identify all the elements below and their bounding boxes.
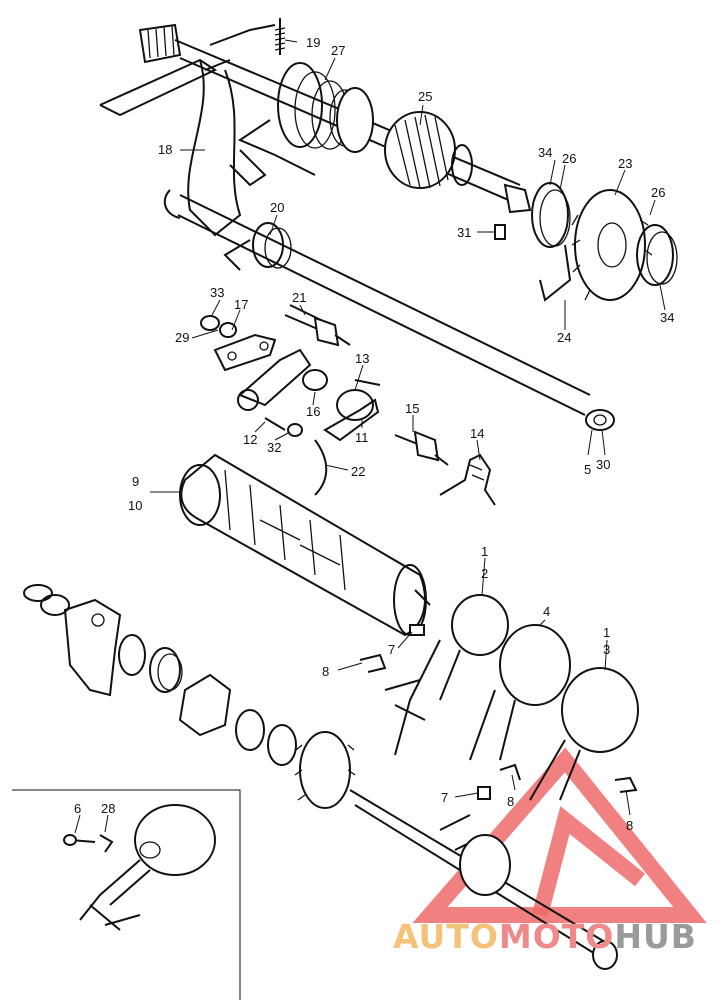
callout-3: 3	[603, 642, 610, 657]
long-shaft	[163, 189, 615, 431]
callout-10: 10	[128, 498, 142, 513]
callout-9: 9	[132, 474, 139, 489]
shift-forks	[359, 594, 639, 801]
callout-8-right: 8	[626, 818, 633, 833]
watermark-hub: HUB	[614, 917, 697, 956]
callout-23: 23	[618, 156, 632, 171]
watermark-moto: MOTO	[498, 917, 615, 956]
callout-17: 17	[234, 297, 248, 312]
callout-34-bottom: 34	[660, 310, 674, 325]
callout-18: 18	[158, 142, 172, 157]
watermark-text: AUTOMOTOHUB	[393, 917, 697, 956]
callout-20: 20	[270, 200, 284, 215]
callout-26-left: 26	[562, 151, 576, 166]
callout-2: 2	[481, 566, 488, 581]
callout-31: 31	[457, 225, 471, 240]
watermark-logo-mark	[412, 747, 707, 923]
inset-detail	[12, 789, 241, 1000]
callout-25: 25	[418, 89, 432, 104]
callout-14: 14	[470, 426, 484, 441]
callout-7-upper: 7	[388, 642, 395, 657]
shift-drum	[179, 453, 431, 637]
leader-lines	[74, 39, 666, 834]
shift-shaft-assembly	[99, 18, 532, 237]
callout-19: 19	[306, 35, 320, 50]
callout-labels: 19 27 25 18 34 26 23 26 20 31 24 34 33 1…	[74, 35, 674, 833]
callout-28: 28	[101, 801, 115, 816]
spring-19	[274, 18, 286, 55]
callout-22: 22	[351, 464, 365, 479]
callout-24: 24	[557, 330, 571, 345]
callout-1-top: 1	[481, 544, 488, 559]
callout-5: 5	[584, 462, 591, 477]
callout-6: 6	[74, 801, 81, 816]
callout-30: 30	[596, 457, 610, 472]
callout-29: 29	[175, 330, 189, 345]
callout-32: 32	[267, 440, 281, 455]
callout-12: 12	[243, 432, 257, 447]
callout-26-right: 26	[651, 185, 665, 200]
callout-15: 15	[405, 401, 419, 416]
callout-7-lower: 7	[441, 790, 448, 805]
callout-8-left: 8	[322, 664, 329, 679]
callout-16: 16	[306, 404, 320, 419]
callout-27: 27	[331, 43, 345, 58]
callout-13: 13	[355, 351, 369, 366]
gear-23-assembly	[494, 182, 678, 302]
watermark-auto: AUTO	[393, 917, 499, 956]
helical-gear-25	[384, 111, 456, 189]
callout-33: 33	[210, 285, 224, 300]
callout-8-mid: 8	[507, 794, 514, 809]
callout-21: 21	[292, 290, 306, 305]
callout-1-right: 1	[603, 625, 610, 640]
callout-34-top: 34	[538, 145, 552, 160]
lower-left-parts	[23, 584, 618, 970]
callout-11: 11	[355, 430, 369, 445]
callout-4: 4	[543, 604, 550, 619]
